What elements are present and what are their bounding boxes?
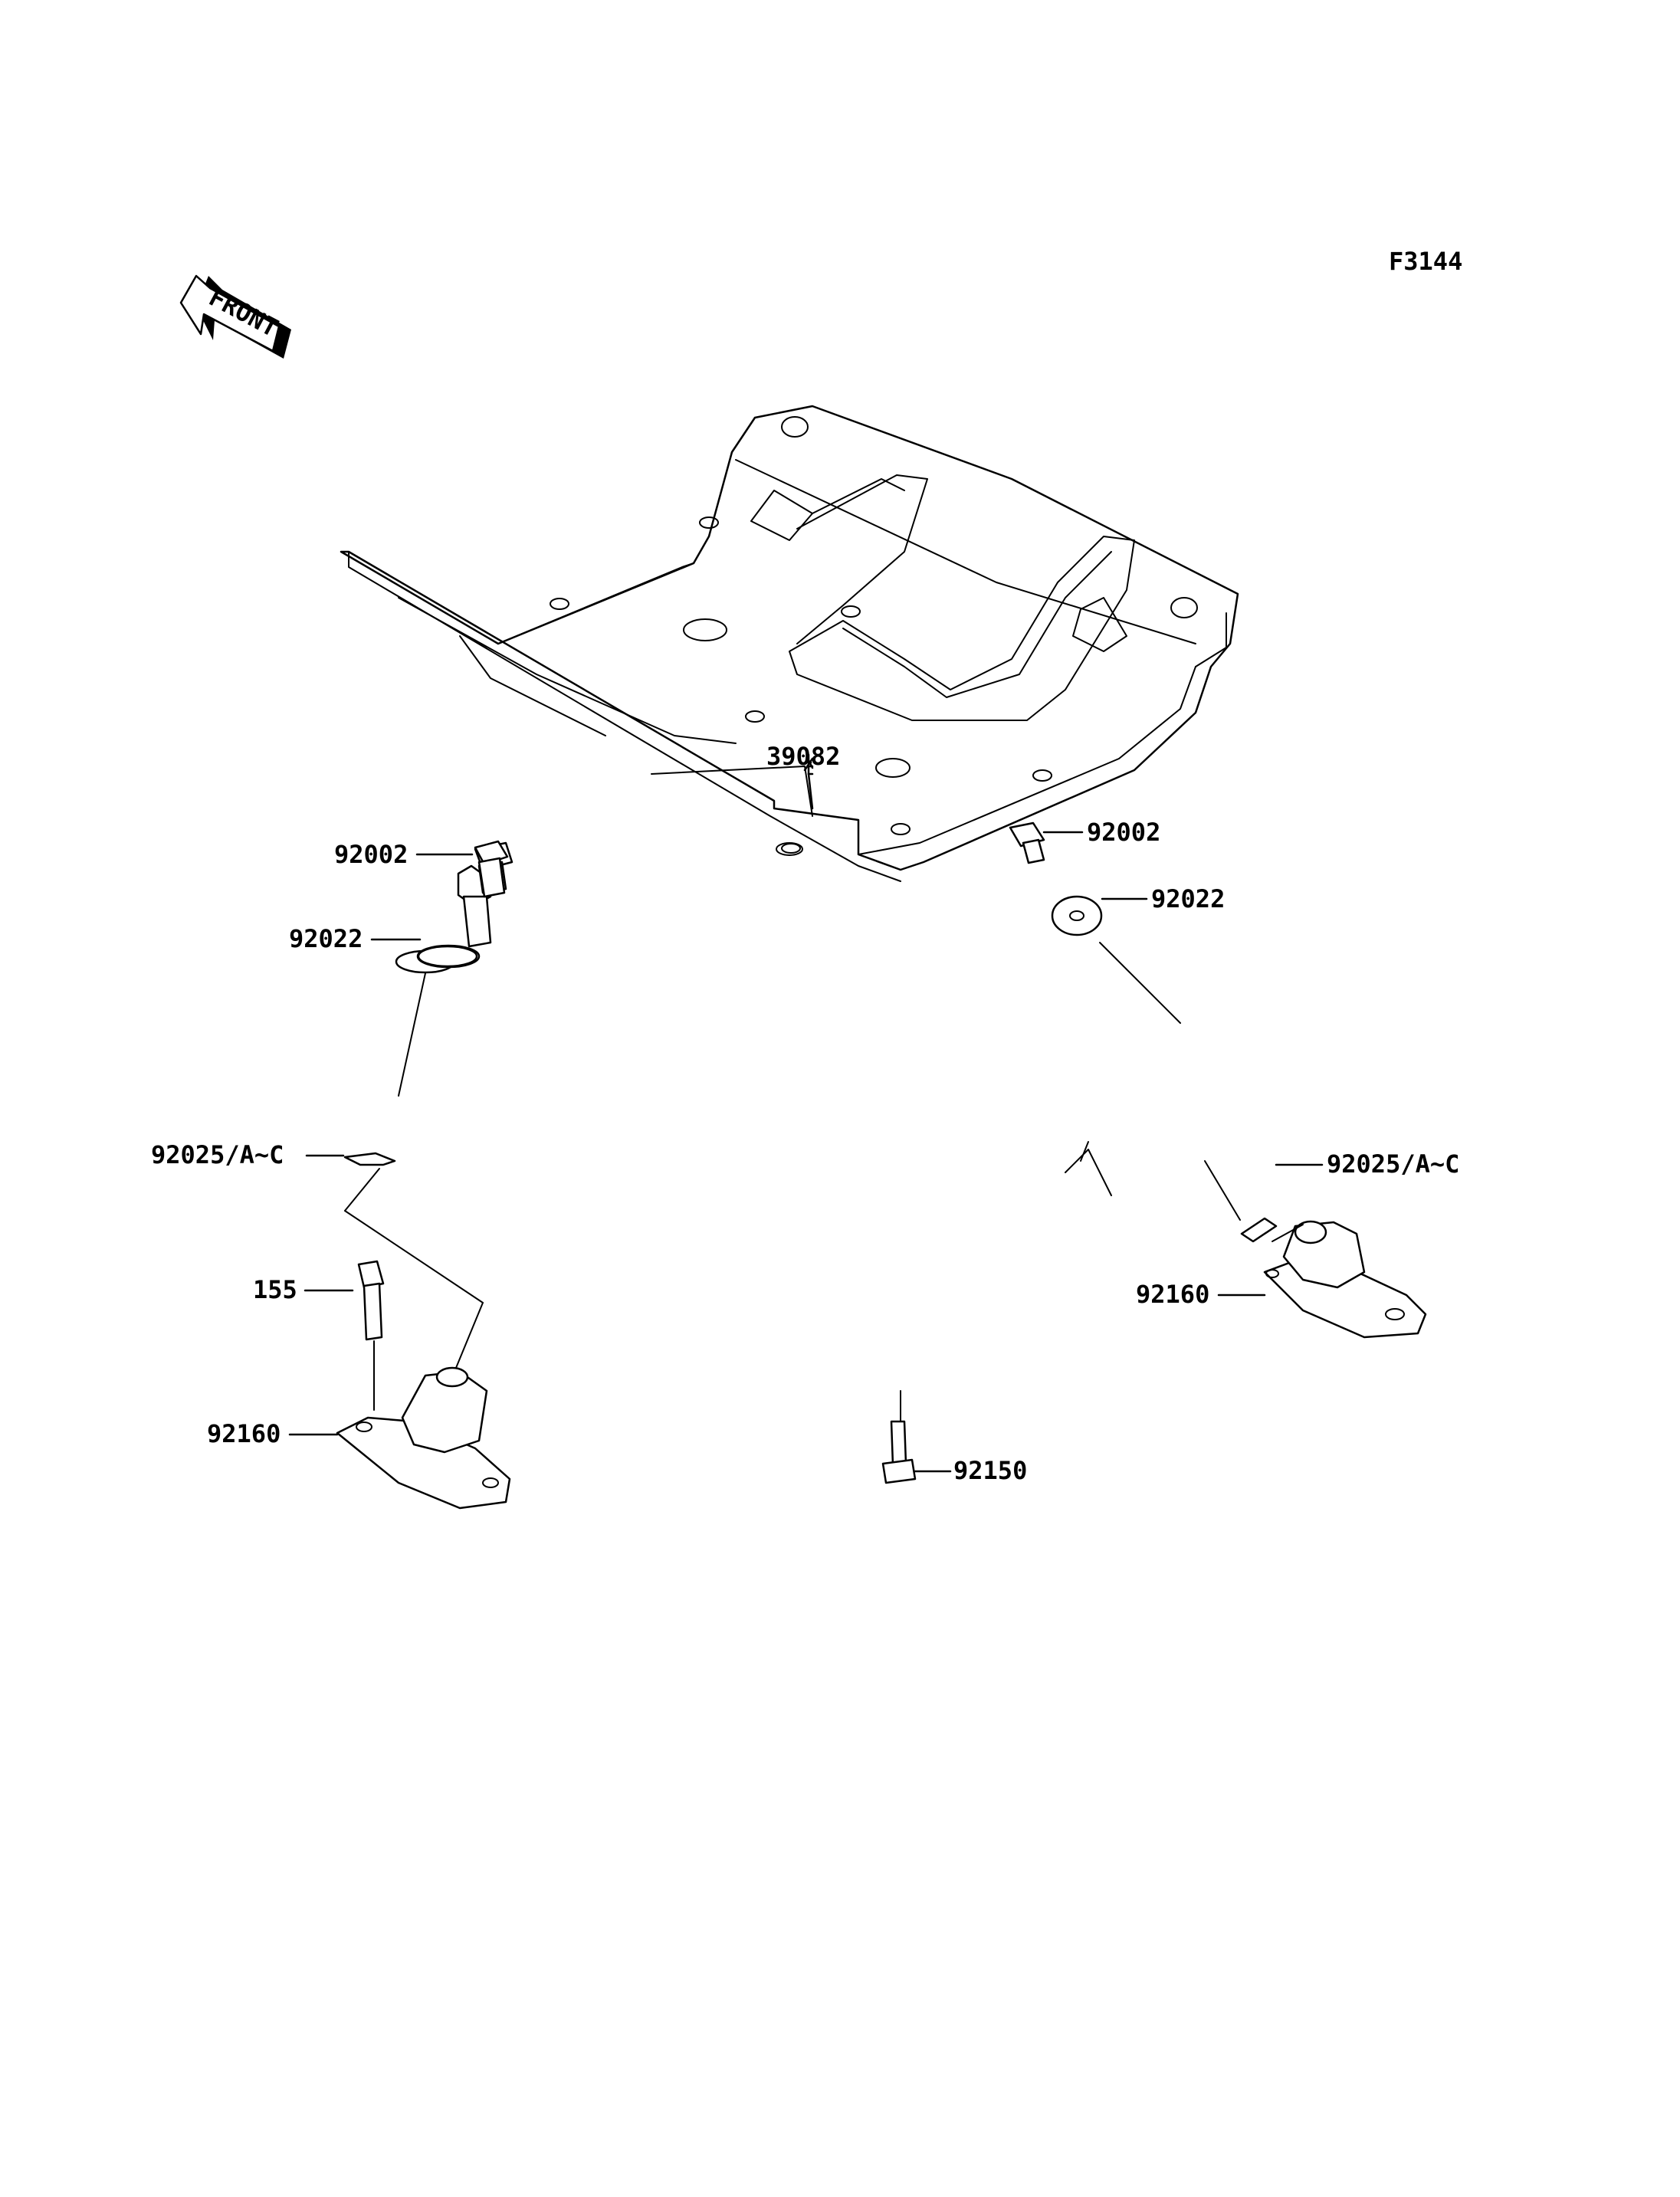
callout-bolt-left: 92002 bbox=[334, 840, 474, 869]
clip-right-part bbox=[1240, 1217, 1278, 1243]
skid-plate-part bbox=[340, 405, 1239, 1196]
front-arrow-icon: FRONT bbox=[179, 274, 291, 359]
washer-upper-left-part bbox=[417, 945, 478, 968]
callout-clip-right: 92025/A~C bbox=[1275, 1149, 1459, 1179]
assembly-lines bbox=[344, 942, 1304, 1422]
callout-bolt-bottom-label: 92150 bbox=[953, 1456, 1027, 1485]
callout-bolt-right: 92002 bbox=[1042, 818, 1160, 847]
callout-bolt-right-label: 92002 bbox=[1087, 818, 1160, 847]
callout-screw-label: 155 bbox=[253, 1275, 297, 1304]
callout-washer-left: 92022 bbox=[289, 924, 422, 953]
callout-washer-right-label: 92022 bbox=[1151, 884, 1225, 913]
bolt-upper-left-part bbox=[474, 840, 509, 898]
callout-washer-left-label: 92022 bbox=[289, 924, 363, 953]
leader-lines bbox=[803, 753, 814, 776]
callout-clip-left: 92025/A~C bbox=[151, 1140, 345, 1169]
bolt-bottom-part bbox=[881, 1420, 917, 1484]
mount-left-part bbox=[336, 1366, 511, 1510]
clip-left-part bbox=[343, 1152, 396, 1166]
callout-washer-right: 92022 bbox=[1101, 884, 1225, 913]
bolt-right-part bbox=[1009, 821, 1045, 864]
callout-mount-right: 92160 bbox=[1136, 1280, 1266, 1309]
figure-code: F3144 bbox=[1389, 247, 1462, 276]
callout-mount-left-label: 92160 bbox=[207, 1419, 281, 1448]
callout-clip-left-label: 92025/A~C bbox=[151, 1140, 284, 1169]
callout-clip-right-label: 92025/A~C bbox=[1327, 1149, 1459, 1179]
screw-part bbox=[357, 1260, 385, 1341]
callout-skid-plate-label: 39082 bbox=[766, 742, 840, 771]
callout-mount-left: 92160 bbox=[207, 1419, 339, 1448]
mount-right-part bbox=[1263, 1220, 1427, 1339]
washer-right-part bbox=[1051, 895, 1103, 936]
callout-skid-plate: 39082 bbox=[766, 742, 840, 810]
callout-screw: 155 bbox=[253, 1275, 354, 1304]
callout-bolt-left-label: 92002 bbox=[334, 840, 408, 869]
callout-mount-right-label: 92160 bbox=[1136, 1280, 1209, 1309]
callout-bolt-bottom: 92150 bbox=[914, 1456, 1027, 1485]
